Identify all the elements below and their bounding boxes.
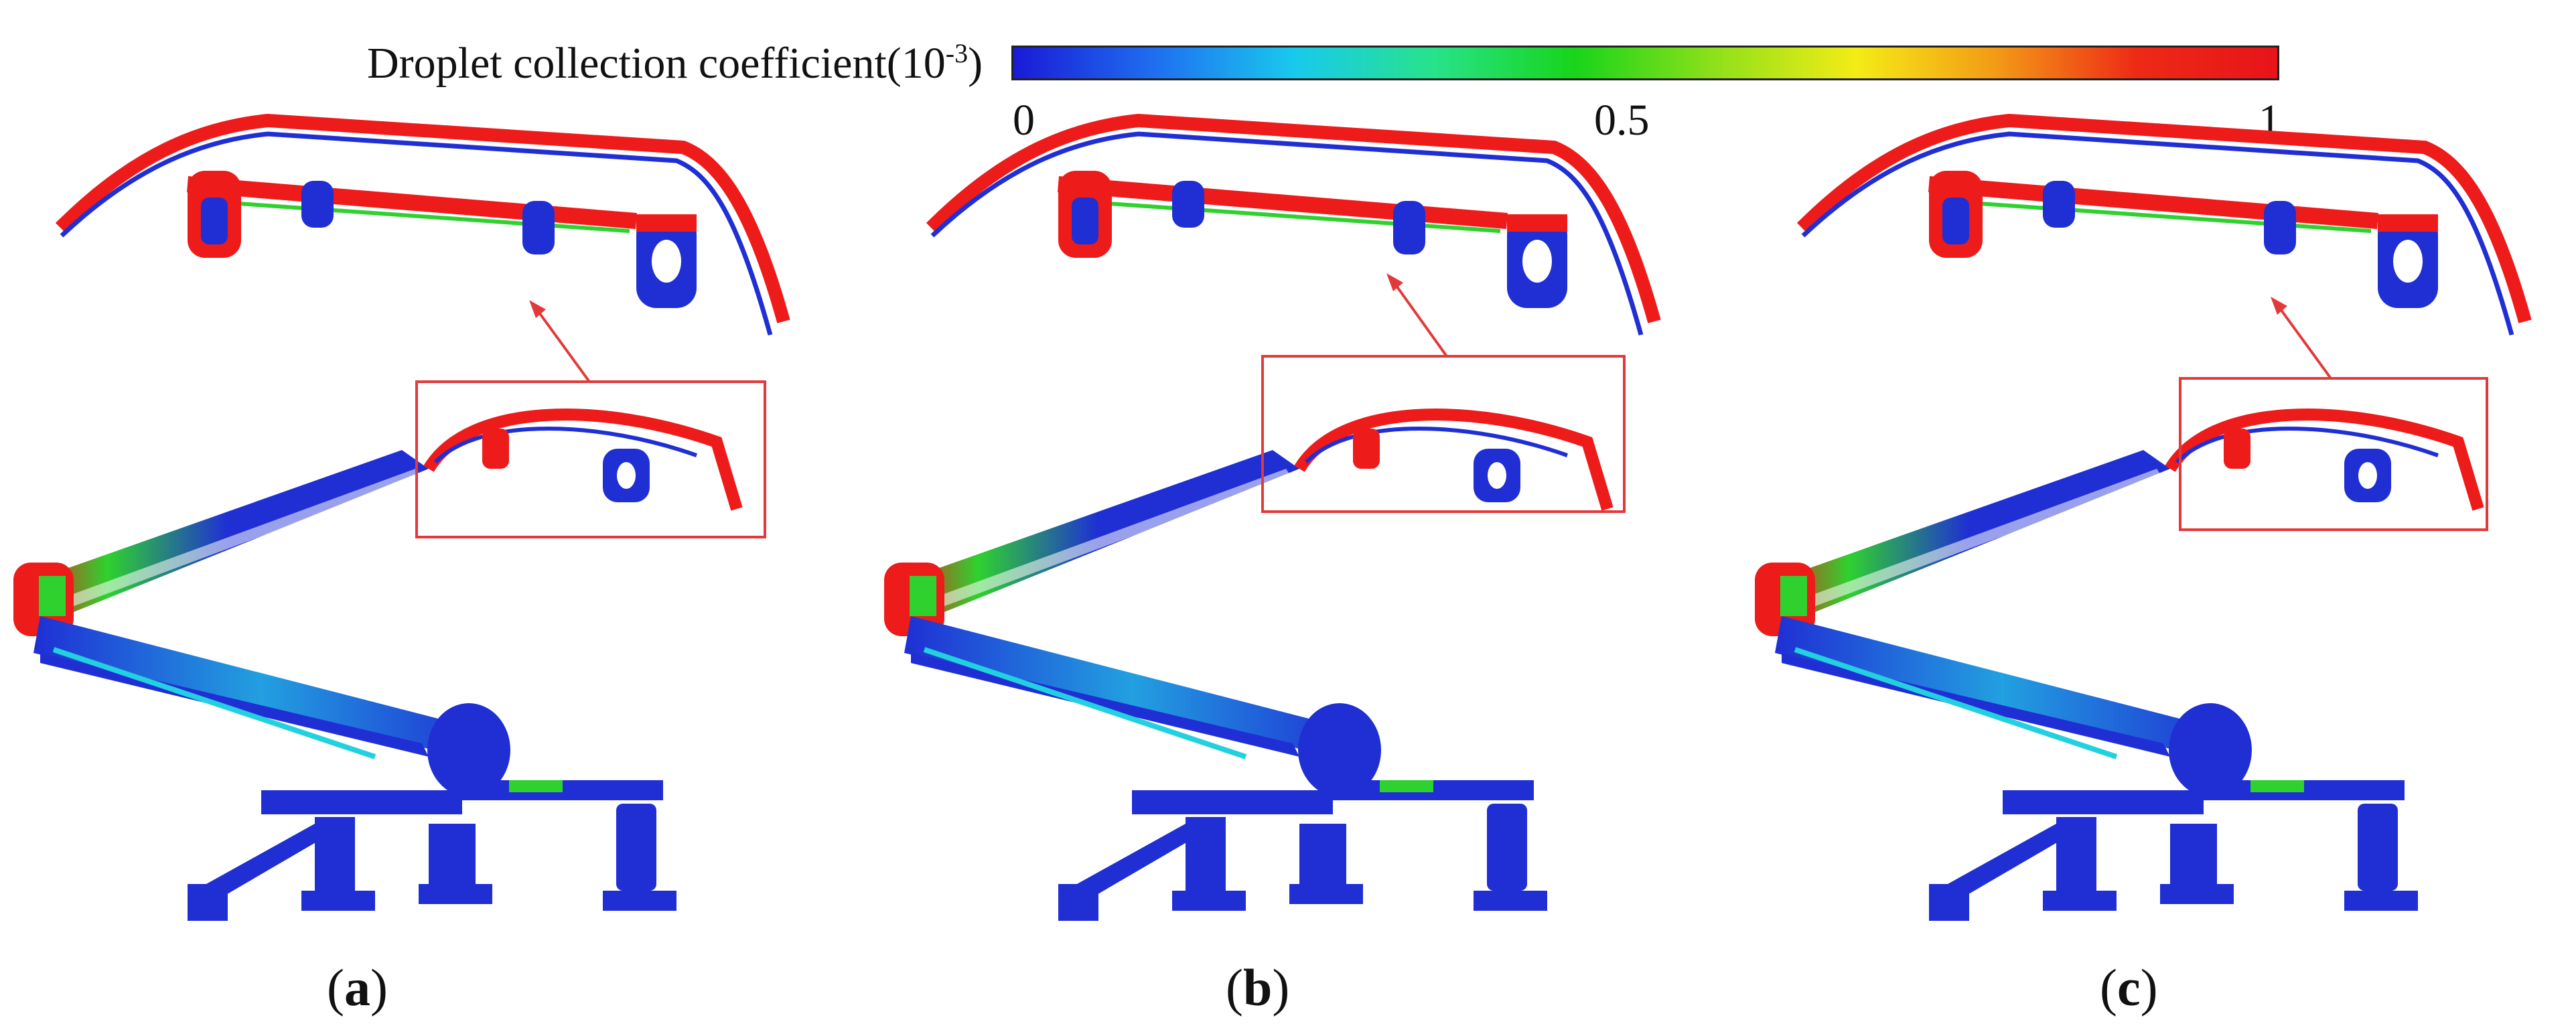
panel-c — [1755, 121, 2525, 921]
zoom-box-c — [2179, 377, 2488, 531]
colorbar-tick-mid: 0.5 — [1594, 96, 1650, 145]
zoom-arrow-b — [1392, 280, 1448, 358]
zoom-box-b — [1261, 355, 1626, 513]
zoom-arrow-c — [2276, 303, 2332, 380]
colorbar-gradient — [1011, 46, 2279, 80]
caption-a: (a) — [327, 958, 388, 1017]
panel-b — [884, 121, 1654, 921]
panel-a — [13, 121, 784, 921]
arrowhead-a — [529, 300, 546, 318]
caption-b: (b) — [1226, 958, 1290, 1017]
arrowhead-c — [2271, 297, 2287, 315]
arrowhead-b — [1386, 273, 1403, 291]
colorbar-title: Droplet collection coefficient(10-3) — [367, 38, 983, 88]
colorbar-tick-min: 0 — [1013, 96, 1035, 145]
zoom-box-a — [415, 380, 766, 538]
caption-c: (c) — [2100, 958, 2158, 1017]
zoom-arrow-a — [534, 307, 591, 383]
